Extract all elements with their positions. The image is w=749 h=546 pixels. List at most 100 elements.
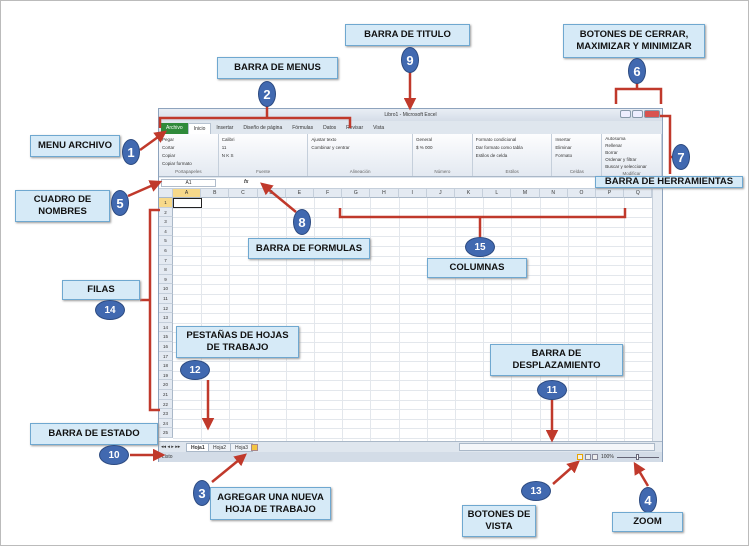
row-header[interactable]: 10 bbox=[159, 284, 173, 294]
row-header[interactable]: 20 bbox=[159, 380, 173, 390]
row-header[interactable]: 21 bbox=[159, 390, 173, 400]
sheet-nav-buttons[interactable]: ◂◂ ◂ ▸ ▸▸ bbox=[161, 444, 181, 450]
ribbon-button[interactable]: $ % 000 bbox=[415, 145, 433, 150]
page-break-view-button[interactable] bbox=[592, 454, 598, 460]
ribbon-button[interactable]: Estilos de celda bbox=[475, 153, 508, 158]
ribbon-button[interactable]: 11 bbox=[221, 145, 227, 150]
sheet-tab-3[interactable]: Hoja3 bbox=[230, 443, 254, 452]
sheet-tab-2[interactable]: Hoja2 bbox=[208, 443, 232, 452]
ribbon-button[interactable]: Rellenar bbox=[605, 143, 622, 148]
row-header[interactable]: 12 bbox=[159, 303, 173, 314]
active-cell[interactable] bbox=[173, 198, 202, 208]
ribbon-button[interactable]: Borrar bbox=[605, 150, 618, 155]
page-layout-view-button[interactable] bbox=[585, 454, 591, 460]
name-box[interactable]: A1 bbox=[161, 179, 216, 187]
row-header[interactable]: 25 bbox=[159, 428, 173, 438]
ribbon-button[interactable]: Pegar bbox=[162, 137, 175, 142]
tab-1[interactable]: Inicio bbox=[187, 123, 212, 134]
row-header[interactable]: 13 bbox=[159, 313, 173, 323]
row-header[interactable]: 1 bbox=[159, 198, 173, 208]
ribbon-button[interactable]: Ordenar y filtrar bbox=[605, 157, 637, 162]
column-header[interactable]: E bbox=[285, 189, 314, 198]
minimize-button[interactable] bbox=[620, 110, 631, 118]
tab-4[interactable]: Fórmulas bbox=[292, 125, 314, 131]
column-header[interactable]: G bbox=[342, 189, 371, 198]
ribbon-button[interactable]: Combinar y centrar bbox=[311, 145, 350, 150]
tab-2[interactable]: Insertar bbox=[216, 125, 234, 131]
row-header[interactable]: 5 bbox=[159, 236, 173, 246]
ribbon-button[interactable]: Dar formato como tabla bbox=[475, 145, 523, 150]
column-header[interactable]: N bbox=[539, 189, 568, 198]
column-header[interactable]: A bbox=[173, 189, 202, 198]
ribbon-button[interactable]: Buscar y seleccionar bbox=[605, 164, 647, 169]
row-header[interactable]: 19 bbox=[159, 370, 173, 381]
row-header[interactable]: 8 bbox=[159, 265, 173, 275]
column-header[interactable]: H bbox=[370, 189, 399, 198]
tab-6[interactable]: Revisar bbox=[346, 125, 364, 131]
row-header[interactable]: 4 bbox=[159, 226, 173, 237]
ribbon-button[interactable]: Formato bbox=[555, 153, 573, 158]
ribbon-button[interactable]: Autosuma bbox=[605, 136, 626, 141]
row-header[interactable]: 16 bbox=[159, 342, 173, 352]
ribbon-button[interactable]: Cortar bbox=[162, 145, 175, 150]
ribbon-button[interactable]: Eliminar bbox=[555, 145, 572, 150]
row-header[interactable]: 23 bbox=[159, 409, 173, 419]
column-header[interactable]: F bbox=[314, 189, 343, 198]
column-header[interactable]: L bbox=[483, 189, 512, 198]
tab-7[interactable]: Vista bbox=[373, 125, 385, 131]
row-header[interactable]: 24 bbox=[159, 418, 173, 429]
new-sheet-icon[interactable] bbox=[251, 444, 258, 451]
sheet-tab-1[interactable]: Hoja1 bbox=[186, 443, 210, 452]
tab-5[interactable]: Datos bbox=[323, 125, 337, 131]
row-header[interactable]: 11 bbox=[159, 294, 173, 304]
column-header[interactable]: I bbox=[398, 189, 427, 198]
row-header[interactable]: 17 bbox=[159, 351, 173, 362]
badge-4: 4 bbox=[639, 487, 657, 513]
column-header[interactable]: M bbox=[511, 189, 540, 198]
row-header[interactable]: 22 bbox=[159, 399, 173, 410]
column-header[interactable]: C bbox=[229, 189, 258, 198]
column-header[interactable]: B bbox=[201, 189, 230, 198]
row-header[interactable]: 2 bbox=[159, 207, 173, 218]
tab-3[interactable]: Diseño de página bbox=[243, 125, 283, 131]
zoom-slider-thumb[interactable] bbox=[636, 454, 639, 460]
gridline bbox=[173, 294, 654, 295]
ribbon-group-label: Estilos bbox=[505, 169, 519, 174]
label-sheet-tabs: PESTAÑAS DE HOJAS DE TRABAJO bbox=[176, 326, 299, 358]
ribbon-button[interactable]: Insertar bbox=[555, 137, 571, 142]
column-header[interactable]: K bbox=[455, 189, 484, 198]
normal-view-button[interactable] bbox=[577, 454, 583, 460]
ribbon-button[interactable]: Formato condicional bbox=[475, 137, 517, 142]
ribbon-button[interactable]: General bbox=[415, 137, 432, 142]
ribbon-button[interactable]: Calibri bbox=[221, 137, 235, 142]
row-header[interactable]: 3 bbox=[159, 217, 173, 227]
gridline bbox=[229, 198, 231, 441]
column-header[interactable]: D bbox=[257, 189, 286, 198]
row-header[interactable]: 6 bbox=[159, 246, 173, 256]
ribbon-button[interactable]: N K S bbox=[221, 153, 234, 158]
row-header[interactable]: 14 bbox=[159, 322, 173, 333]
fx-icon[interactable]: fx bbox=[244, 179, 249, 185]
horizontal-scrollbar[interactable] bbox=[459, 443, 655, 451]
close-button[interactable] bbox=[644, 110, 660, 118]
column-header[interactable]: Q bbox=[624, 189, 653, 198]
row-header[interactable]: 9 bbox=[159, 274, 173, 285]
row-header[interactable]: 18 bbox=[159, 361, 173, 371]
ribbon-button[interactable]: Copiar bbox=[162, 153, 176, 158]
select-all[interactable] bbox=[159, 189, 173, 198]
tab-0[interactable]: Archivo bbox=[161, 123, 188, 134]
row-header[interactable]: 15 bbox=[159, 332, 173, 342]
ribbon-button[interactable]: Copiar formato bbox=[162, 161, 192, 166]
ribbon-button[interactable]: Ajustar texto bbox=[311, 137, 337, 142]
column-header[interactable]: P bbox=[596, 189, 625, 198]
ribbon-group-label: Fuente bbox=[256, 169, 271, 174]
maximize-button[interactable] bbox=[632, 110, 643, 118]
column-header[interactable]: O bbox=[567, 189, 596, 198]
row-header[interactable]: 7 bbox=[159, 255, 173, 266]
column-header[interactable]: J bbox=[426, 189, 455, 198]
vertical-scrollbar[interactable] bbox=[652, 189, 662, 441]
